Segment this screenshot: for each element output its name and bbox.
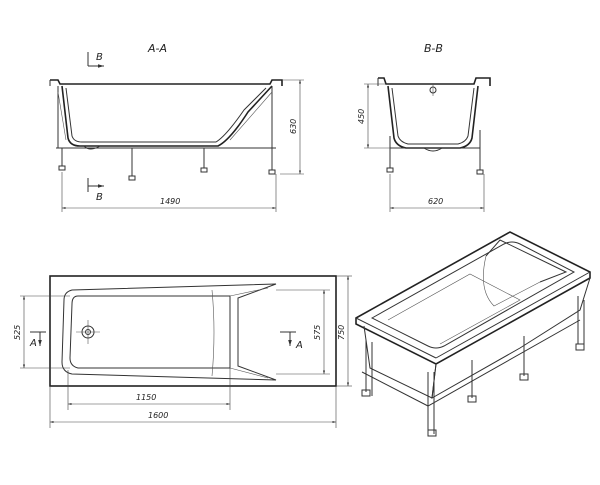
plan-basin-outer xyxy=(61,283,277,381)
dim-525-label: 525 xyxy=(13,325,22,340)
iso-rim-side-top xyxy=(435,271,591,359)
iso-backrest xyxy=(485,239,568,283)
cut-label-b-top: B xyxy=(96,52,103,63)
iso-rim-front-top xyxy=(355,317,437,359)
bb-tub-inner xyxy=(391,87,475,145)
iso-body-side xyxy=(431,277,591,399)
iso-basin-floor xyxy=(387,273,521,345)
aa-frame-brace-right xyxy=(229,91,273,141)
iso-basin-opening xyxy=(370,241,576,349)
section-aa-view: A-A B B 1490 xyxy=(49,42,304,212)
cut-label-a-left: A xyxy=(29,338,37,349)
section-bb-title: B-B xyxy=(424,42,443,55)
iso-backrest-slope xyxy=(483,255,541,307)
iso-body-front xyxy=(363,325,437,399)
bb-rim xyxy=(378,77,491,86)
plan-backrest-bottom xyxy=(229,367,269,379)
aa-legs xyxy=(58,148,276,181)
cut-label-a-right: A xyxy=(295,340,303,351)
plan-view: A A 525 575 750 1150 1600 xyxy=(13,275,352,428)
dim-1600-label: 1600 xyxy=(148,411,168,420)
section-bb-view: B-B 620 450 xyxy=(357,42,491,212)
plan-outer-rim xyxy=(49,275,337,387)
section-aa-title: A-A xyxy=(147,42,167,55)
plan-backrest-top xyxy=(229,287,269,297)
iso-frame xyxy=(361,296,585,434)
bb-drain xyxy=(423,147,443,152)
aa-drain xyxy=(83,145,101,150)
dim-750-label: 750 xyxy=(337,325,346,340)
aa-tub-inner xyxy=(65,87,267,143)
plan-backrest-curve xyxy=(211,289,215,377)
cut-label-b-bottom: B xyxy=(96,192,103,203)
isometric-view xyxy=(355,231,591,437)
dim-1150-label: 1150 xyxy=(136,393,156,402)
dim-630-label: 630 xyxy=(289,119,298,134)
aa-tub-profile xyxy=(61,85,273,147)
dim-575-label: 575 xyxy=(313,325,322,340)
aa-frame-brace-left xyxy=(57,91,67,141)
plan-basin-inner xyxy=(69,295,231,369)
dim-620-label: 620 xyxy=(428,197,443,206)
dim-450-label: 450 xyxy=(357,109,366,124)
bb-legs xyxy=(386,130,484,175)
dim-1490-label: 1490 xyxy=(160,197,180,206)
aa-rim xyxy=(50,79,283,86)
iso-rim xyxy=(355,231,591,365)
iso-feet xyxy=(361,343,585,437)
